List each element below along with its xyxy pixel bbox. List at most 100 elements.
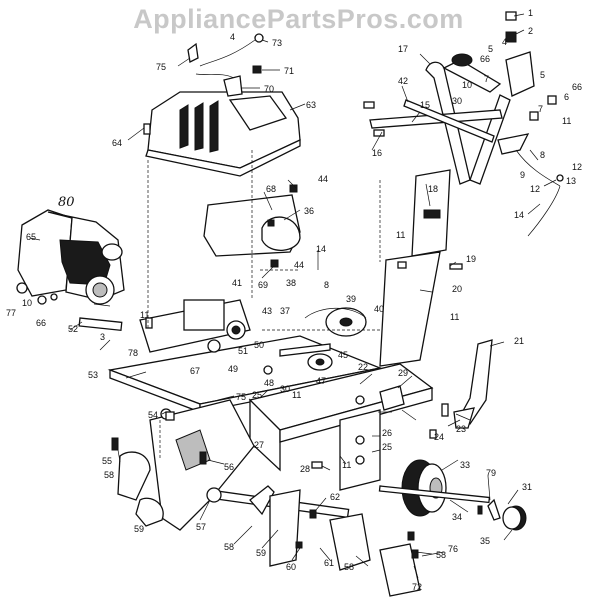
- callout-56: 56: [224, 462, 234, 472]
- callout-63: 63: [306, 100, 316, 110]
- callout-37: 37: [280, 306, 290, 316]
- callout-52: 52: [68, 324, 78, 334]
- callout-11: 11: [450, 312, 459, 322]
- callout-51: 51: [238, 346, 248, 356]
- callout-11: 11: [342, 460, 351, 470]
- callout-64: 64: [112, 138, 122, 148]
- callout-50: 50: [254, 340, 264, 350]
- callout-14: 14: [514, 210, 524, 220]
- dashed-leaders: [147, 150, 381, 460]
- callout-20: 20: [452, 284, 462, 294]
- callout-58: 58: [436, 550, 446, 560]
- callout-38: 38: [286, 278, 296, 288]
- callout-10: 10: [22, 298, 32, 308]
- callout-69: 69: [258, 280, 268, 290]
- callout-24: 24: [434, 432, 444, 442]
- callout-79: 79: [486, 468, 496, 478]
- callout-72: 72: [412, 582, 422, 592]
- callout-8: 8: [540, 150, 545, 160]
- callout-15: 15: [420, 100, 430, 110]
- callout-28: 28: [300, 464, 310, 474]
- watermark-text: AppliancePartsPros.com: [133, 4, 464, 34]
- callout-66: 66: [36, 318, 46, 328]
- callout-48: 48: [264, 378, 274, 388]
- callout-65: 65: [26, 232, 36, 242]
- callout-4: 4: [230, 32, 235, 42]
- callout-9: 9: [520, 170, 525, 180]
- callout-25: 25: [252, 390, 262, 400]
- callout-77: 77: [6, 308, 16, 318]
- callout-45: 45: [338, 350, 348, 360]
- callout-66: 66: [572, 82, 582, 92]
- engine-shroud: [145, 91, 301, 177]
- callout-27: 27: [254, 440, 264, 450]
- callout-62: 62: [330, 492, 340, 502]
- callout-76: 76: [448, 544, 458, 554]
- callout-8: 8: [324, 280, 329, 290]
- callout-7: 7: [484, 74, 489, 84]
- callout-43: 43: [262, 306, 272, 316]
- depth-stake: [453, 339, 493, 429]
- callout-61: 61: [324, 558, 334, 568]
- callout-5: 5: [488, 44, 493, 54]
- callout-55: 55: [102, 456, 112, 466]
- wheel-assembly: [378, 459, 527, 531]
- callout-2: 2: [528, 26, 533, 36]
- callout-3: 3: [100, 332, 105, 342]
- callout-66: 66: [480, 54, 490, 64]
- handle-assembly: [369, 51, 561, 367]
- callout-12: 12: [572, 162, 582, 172]
- callout-68: 68: [266, 184, 276, 194]
- callout-54: 54: [148, 410, 158, 420]
- callout-19: 19: [466, 254, 476, 264]
- callout-36: 36: [304, 206, 314, 216]
- callout-53: 53: [88, 370, 98, 380]
- callout-33: 33: [460, 460, 470, 470]
- callout-44: 44: [318, 174, 328, 184]
- callout-60: 60: [286, 562, 296, 572]
- callout-47: 47: [316, 376, 326, 386]
- callout-44: 44: [294, 260, 304, 270]
- callout-42: 42: [398, 76, 408, 86]
- throttle-cable-assembly: [187, 33, 264, 97]
- callout-21: 21: [514, 336, 524, 346]
- callout-6: 6: [564, 92, 569, 102]
- tine-shaft-assembly: [111, 399, 421, 597]
- callout-labels: 1 2 4 4 5 5 6 7 7 8 8 9 10 10 11 11 11 1…: [6, 8, 582, 592]
- callout-4: 4: [502, 37, 507, 47]
- callout-10: 10: [462, 80, 472, 90]
- callout-58: 58: [104, 470, 114, 480]
- callout-leaders: [29, 13, 557, 579]
- callout-13: 13: [566, 176, 576, 186]
- callout-58: 58: [344, 562, 354, 572]
- callout-67: 67: [190, 366, 200, 376]
- callout-29: 29: [398, 368, 408, 378]
- callout-49: 49: [228, 364, 238, 374]
- callout-41: 41: [232, 278, 242, 288]
- callout-34: 34: [452, 512, 462, 522]
- callout-70: 70: [264, 84, 274, 94]
- callout-40: 40: [374, 304, 384, 314]
- callout-75: 75: [236, 392, 246, 402]
- belt-pulleys: [279, 307, 367, 371]
- hardware: [143, 11, 564, 469]
- callout-11: 11: [562, 116, 571, 126]
- callout-71: 71: [284, 66, 294, 76]
- callout-23: 23: [456, 424, 466, 434]
- callout-16: 16: [372, 148, 382, 158]
- callout-18: 18: [428, 184, 438, 194]
- callout-59: 59: [134, 524, 144, 534]
- callout-14: 14: [316, 244, 326, 254]
- callout-31: 31: [522, 482, 532, 492]
- callout-12: 12: [530, 184, 540, 194]
- callout-57: 57: [196, 522, 206, 532]
- callout-11: 11: [292, 390, 301, 400]
- callout-35: 35: [480, 536, 490, 546]
- callout-25: 25: [382, 442, 392, 452]
- callout-5: 5: [540, 70, 545, 80]
- callout-30: 30: [452, 96, 462, 106]
- callout-75: 75: [156, 62, 166, 72]
- engine: [16, 209, 125, 305]
